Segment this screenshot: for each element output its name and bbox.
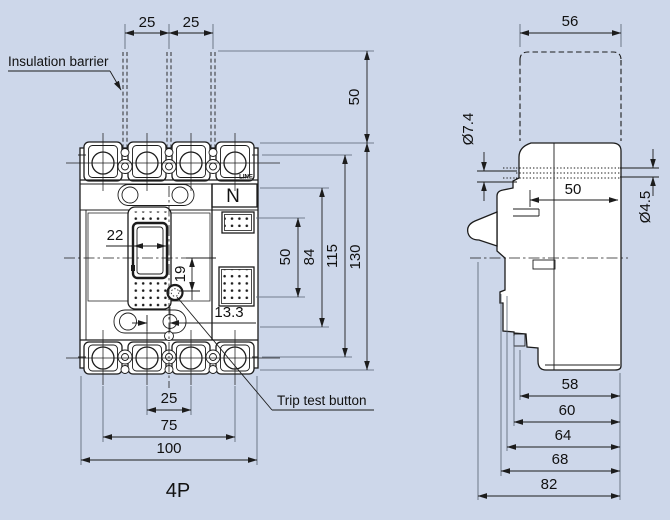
vent-grille-lower <box>218 266 255 307</box>
dim-overall-height: 130 <box>347 244 364 269</box>
trip-test-button-label: Trip test button <box>277 393 367 408</box>
vent-grille-upper <box>221 211 255 234</box>
svg-text:22: 22 <box>107 227 124 244</box>
dim-terminal-depth: 50 <box>529 181 619 207</box>
insulation-barrier-callout: Insulation barrier <box>8 54 122 91</box>
barrier-outline-dashed <box>519 51 622 61</box>
dim-trip-offset: 19 <box>172 257 216 300</box>
dim-depth-64: 64 <box>555 427 572 444</box>
dim-barrier-depth: 56 <box>519 13 622 47</box>
trip-test-button[interactable] <box>166 283 184 302</box>
dim-depth-stack: 58 60 64 68 82 <box>477 262 621 500</box>
dim-depth-68: 68 <box>552 451 569 468</box>
dim-hole-offset: 13.3 <box>132 304 256 331</box>
dim-overall-depth: 82 <box>541 476 558 493</box>
svg-text:Ø7.4: Ø7.4 <box>460 113 477 146</box>
side-handle[interactable] <box>467 211 498 247</box>
dim-vent-span: 50 <box>277 249 294 266</box>
dim-top-pitch-left: 25 <box>139 14 156 31</box>
svg-text:50: 50 <box>565 181 582 198</box>
dim-bottom-chain: 25 75 100 <box>80 376 258 465</box>
dim-bottom-pitch: 25 <box>161 390 178 407</box>
dim-hole-dia-top: Ø7.4 <box>460 113 517 201</box>
side-inner-details <box>470 143 628 370</box>
upper-recess-band <box>117 184 195 206</box>
dim-depth-58: 58 <box>562 376 579 393</box>
svg-text:13.3: 13.3 <box>214 304 243 321</box>
neutral-pole-label: N <box>226 186 240 207</box>
insulation-barriers <box>122 52 216 150</box>
dim-cover-height: 84 <box>301 249 318 266</box>
front-view: N LINE <box>8 14 374 502</box>
insulation-barrier-label: Insulation barrier <box>8 54 109 69</box>
dim-right-column: 50 130 115 84 50 <box>218 50 374 371</box>
dim-hole-dia-side: Ø4.5 <box>620 149 659 223</box>
side-view: 56 Ø7.4 <box>460 13 659 500</box>
dim-top-pitch-right: 25 <box>183 14 200 31</box>
dim-mounting-pitch: 75 <box>161 417 178 434</box>
dim-overall-width: 100 <box>156 440 181 457</box>
view-title: 4P <box>166 480 190 502</box>
svg-text:Ø4.5: Ø4.5 <box>637 191 654 224</box>
svg-text:19: 19 <box>172 266 189 283</box>
dim-barrier-height: 50 <box>346 89 363 106</box>
dim-handle-width: 22 <box>106 227 167 249</box>
trip-test-callout: Trip test button <box>176 296 374 411</box>
line-marking-label: LINE <box>239 175 253 181</box>
dim-top-pitch: 25 25 <box>124 14 214 49</box>
neutral-pole-box <box>211 183 258 208</box>
dim-mounting-height: 115 <box>324 244 341 268</box>
svg-text:56: 56 <box>562 13 579 30</box>
operating-handle[interactable] <box>131 221 169 280</box>
dim-depth-60: 60 <box>559 402 576 419</box>
